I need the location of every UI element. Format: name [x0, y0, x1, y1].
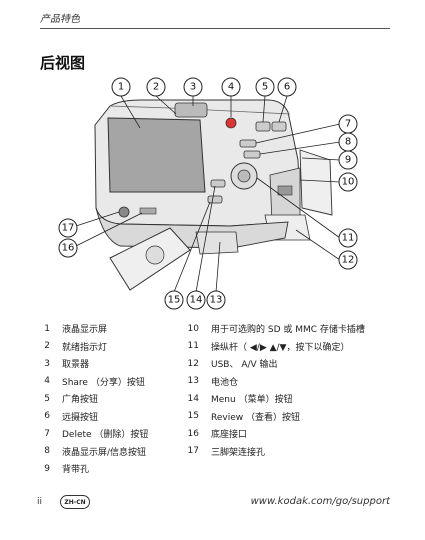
callout-8: 8: [338, 132, 358, 152]
callout-16: 16: [58, 238, 78, 258]
callout-5: 5: [255, 77, 275, 97]
callout-1: 1: [111, 77, 131, 97]
callout-13: 13: [206, 290, 226, 310]
svg-text:12: 12: [342, 255, 355, 266]
callout-10: 10: [338, 172, 358, 192]
callout-7: 7: [338, 114, 358, 134]
callout-15: 15: [164, 290, 184, 310]
svg-text:7: 7: [345, 119, 351, 130]
svg-text:13: 13: [210, 295, 223, 306]
callout-17: 17: [58, 218, 78, 238]
page-number: ii: [37, 497, 43, 507]
callout-2: 2: [146, 77, 166, 97]
svg-text:4: 4: [228, 82, 234, 93]
callout-9: 9: [338, 150, 358, 170]
svg-text:14: 14: [190, 295, 203, 306]
callout-11: 11: [338, 228, 358, 248]
section-header: 产品特色: [40, 10, 390, 29]
callout-3: 3: [183, 77, 203, 97]
page-title: 后视图: [40, 54, 86, 72]
svg-text:15: 15: [168, 295, 181, 306]
callout-6: 6: [277, 77, 297, 97]
language-badge: ZH-CN: [60, 495, 90, 509]
svg-text:17: 17: [62, 223, 75, 234]
svg-text:2: 2: [153, 82, 159, 93]
svg-text:1: 1: [118, 82, 124, 93]
svg-text:11: 11: [342, 233, 355, 244]
svg-text:9: 9: [345, 155, 351, 166]
callout-12: 12: [338, 250, 358, 270]
callout-4: 4: [221, 77, 241, 97]
support-url: www.kodak.com/go/support: [250, 496, 390, 507]
svg-text:10: 10: [342, 177, 355, 188]
svg-text:8: 8: [345, 137, 351, 148]
svg-text:6: 6: [284, 82, 290, 93]
callout-14: 14: [186, 290, 206, 310]
svg-text:16: 16: [62, 243, 75, 254]
svg-text:5: 5: [262, 82, 268, 93]
svg-text:3: 3: [190, 82, 196, 93]
